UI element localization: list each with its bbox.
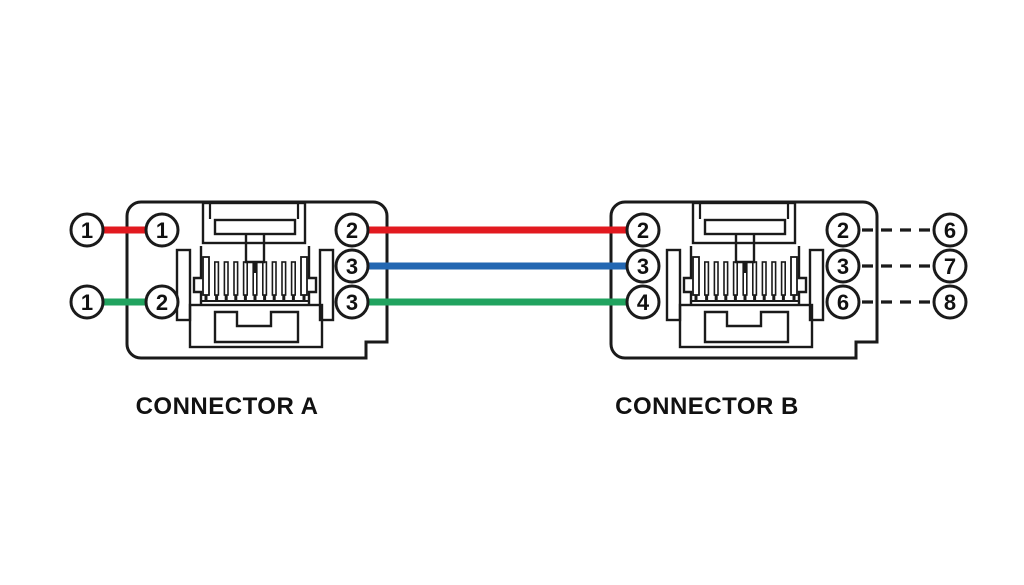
pin-b-outer-2: 7 (932, 248, 968, 284)
connector-a-label: CONNECTOR A (135, 393, 319, 420)
pin-b-right-1: 2 (825, 212, 861, 248)
pin-a-outer-1: 1 (69, 212, 105, 248)
pin-a-left-1: 1 (144, 212, 180, 248)
svg-text:1: 1 (81, 218, 93, 243)
svg-text:2: 2 (637, 218, 649, 243)
pin-a-outer-2: 1 (69, 284, 105, 320)
svg-text:1: 1 (81, 290, 93, 315)
pin-b-left-3: 4 (625, 284, 661, 320)
svg-text:2: 2 (156, 290, 168, 315)
connector-b-label: CONNECTOR B (615, 393, 799, 420)
svg-text:3: 3 (837, 254, 849, 279)
svg-text:7: 7 (944, 254, 956, 279)
svg-text:3: 3 (637, 254, 649, 279)
svg-text:6: 6 (837, 290, 849, 315)
svg-text:4: 4 (637, 290, 650, 315)
pin-b-left-2: 3 (625, 248, 661, 284)
pin-b-outer-1: 6 (932, 212, 968, 248)
svg-text:2: 2 (837, 218, 849, 243)
svg-text:1: 1 (156, 218, 168, 243)
svg-text:3: 3 (346, 254, 358, 279)
pin-b-outer-3: 8 (932, 284, 968, 320)
svg-text:3: 3 (346, 290, 358, 315)
pin-a-right-1: 2 (334, 212, 370, 248)
svg-text:2: 2 (346, 218, 358, 243)
pin-a-left-2: 2 (144, 284, 180, 320)
pin-a-right-3: 3 (334, 284, 370, 320)
pin-a-right-2: 3 (334, 248, 370, 284)
svg-text:8: 8 (944, 290, 956, 315)
svg-text:6: 6 (944, 218, 956, 243)
pin-b-left-1: 2 (625, 212, 661, 248)
pin-b-right-3: 6 (825, 284, 861, 320)
pin-b-right-2: 3 (825, 248, 861, 284)
